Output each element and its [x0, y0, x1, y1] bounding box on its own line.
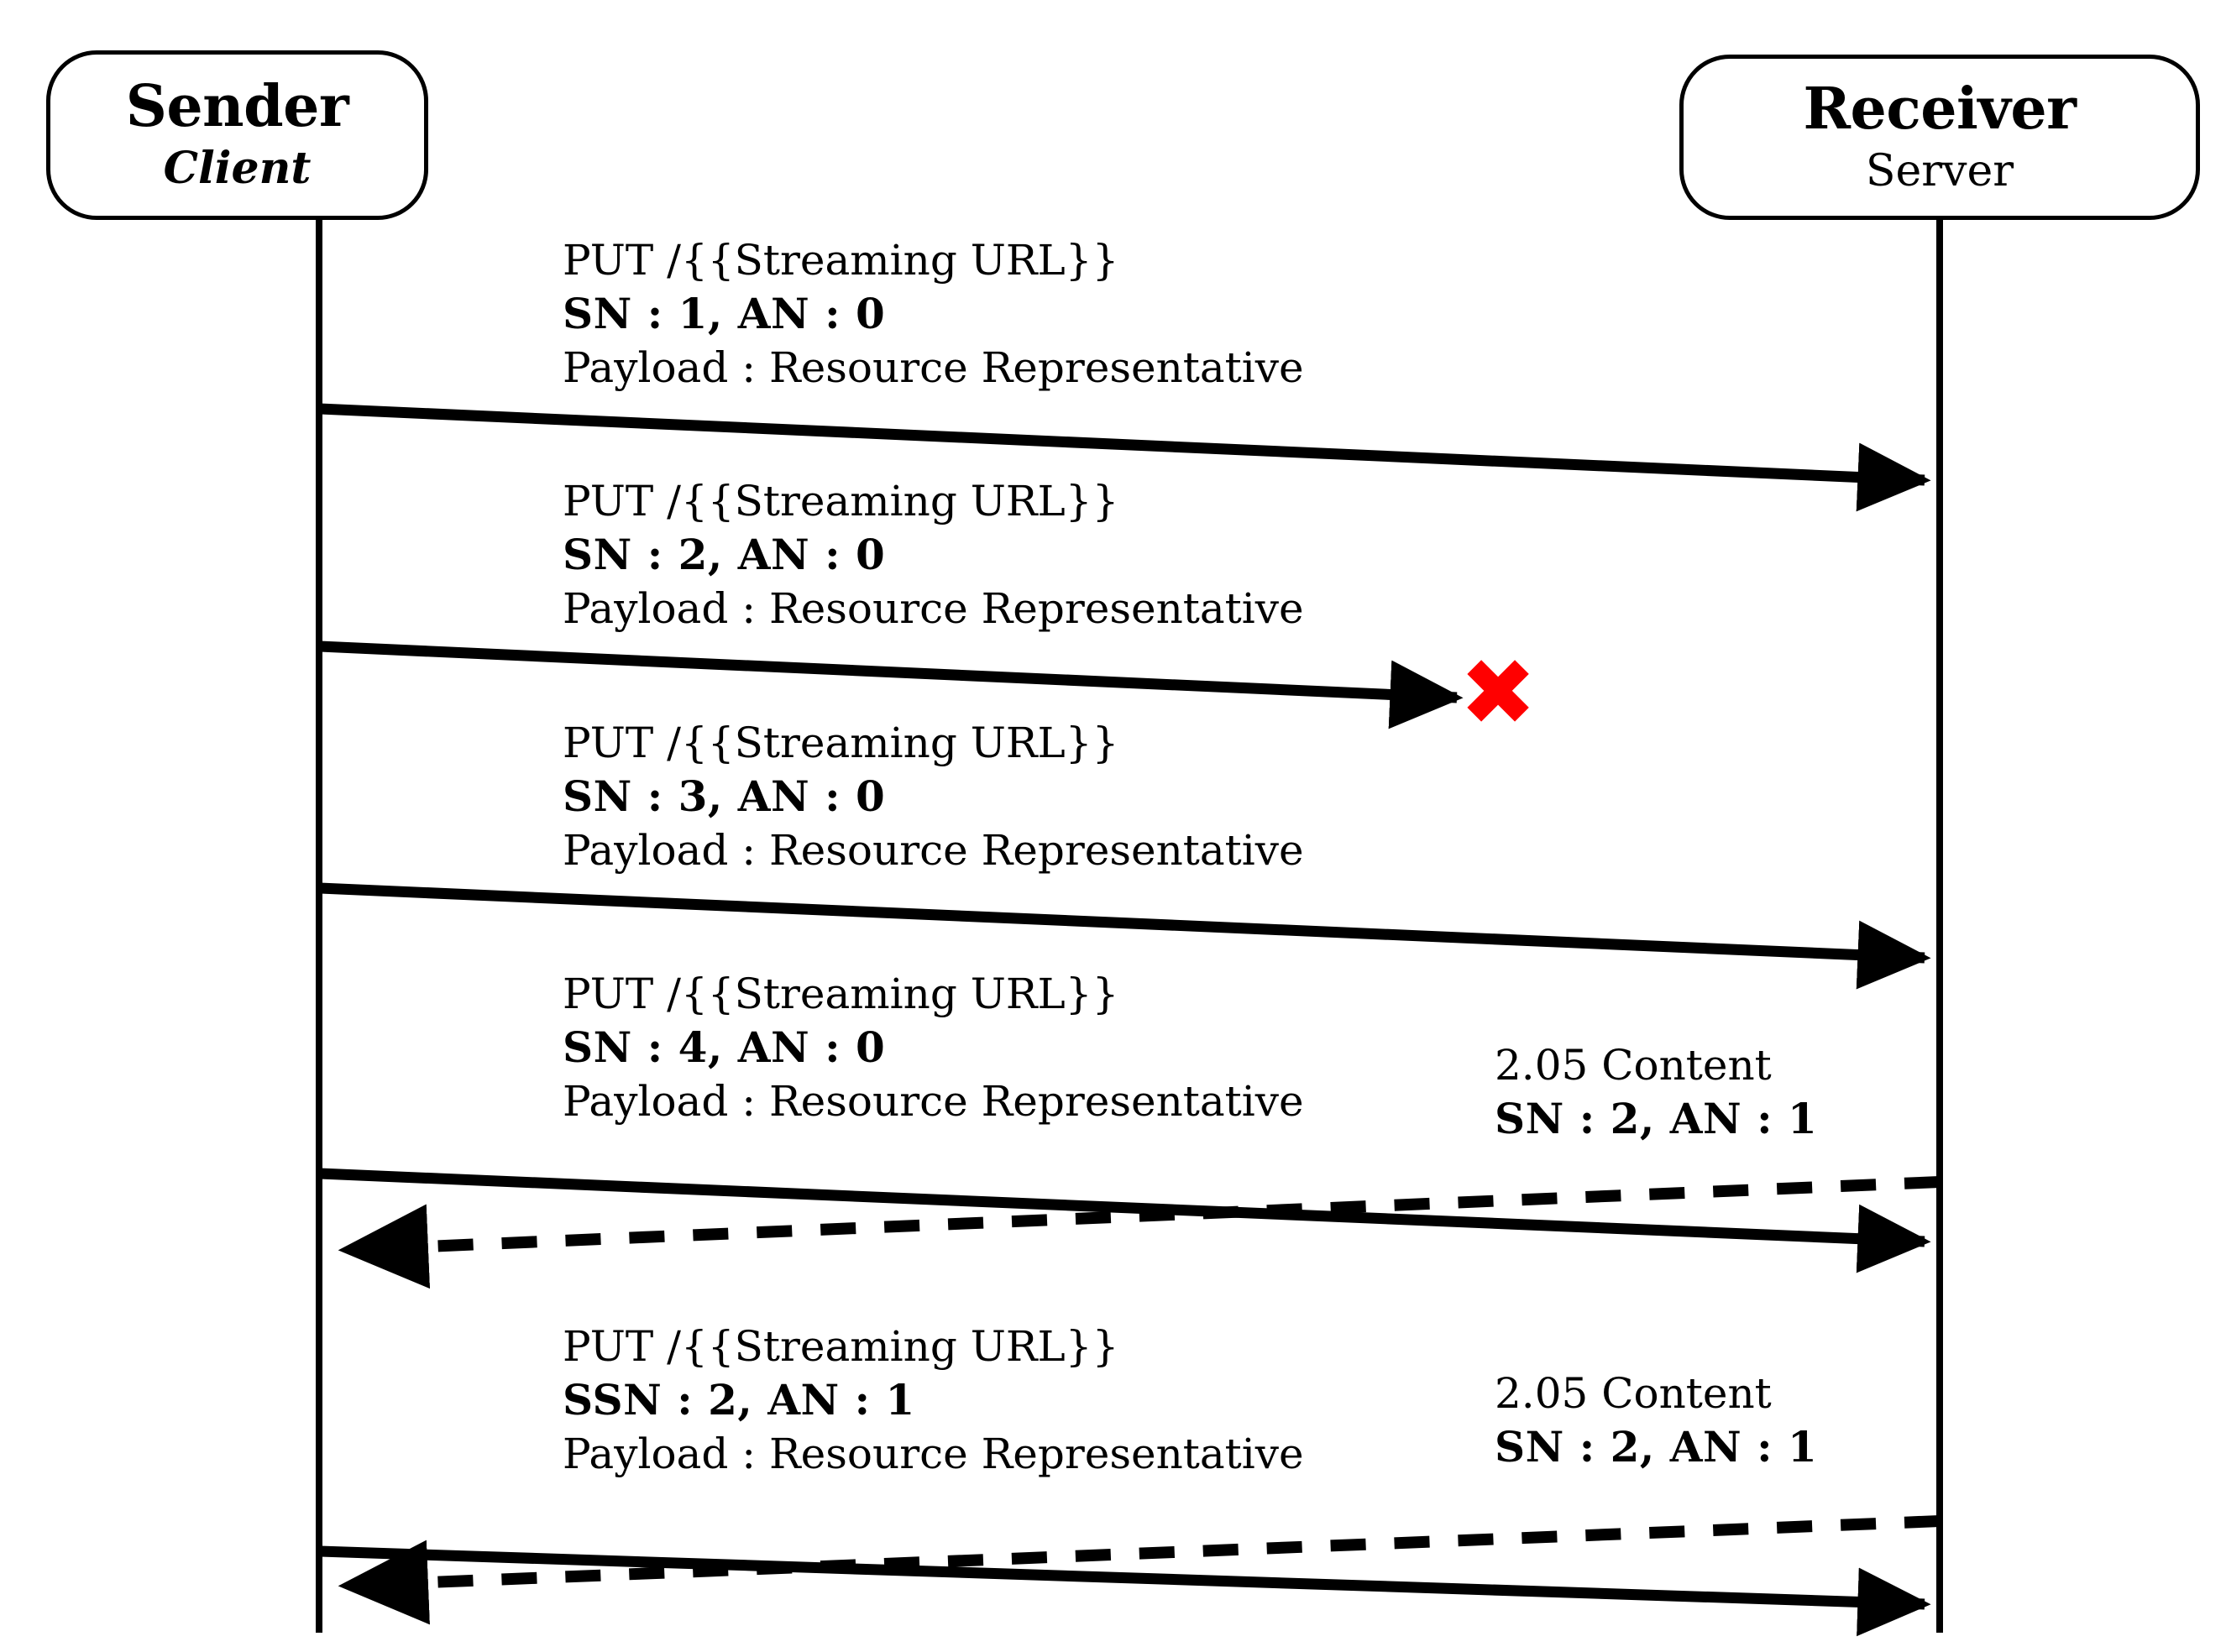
actor-subtitle-receiver: Server [1865, 145, 2014, 196]
message-arrow-req-1[interactable] [318, 403, 1931, 512]
message-lost-x-icon: ✖ [1459, 639, 1537, 746]
message-line-seqack: SSN : 2, AN : 1 [563, 1375, 915, 1425]
message-line-payload: Payload : Resource Representative [563, 584, 1304, 633]
actor-box-sender[interactable]: Sender Client [46, 50, 428, 220]
message-line-seqack: SN : 2, AN : 0 [563, 530, 886, 579]
actor-subtitle-sender: Client [163, 143, 312, 195]
message-line-payload: Payload : Resource Representative [563, 1077, 1304, 1126]
message-label-req-1: PUT /{{Streaming URL}} SN : 1, AN : 0 Pa… [563, 233, 1304, 395]
message-line-status: 2.05 Content [1495, 1041, 1772, 1090]
message-line-payload: Payload : Resource Representative [563, 826, 1304, 875]
actor-title-sender: Sender [125, 73, 349, 141]
message-arrow-req-4[interactable] [318, 1168, 1931, 1273]
message-line-seqack: SN : 3, AN : 0 [563, 771, 886, 821]
message-label-req-5: PUT /{{Streaming URL}} SSN : 2, AN : 1 P… [563, 1320, 1304, 1481]
message-line-status: 2.05 Content [1495, 1369, 1772, 1418]
message-arrow-req-5[interactable] [318, 1545, 1931, 1637]
message-line-seqack: SN : 1, AN : 0 [563, 289, 886, 338]
message-label-resp-2: 2.05 Content SN : 2, AN : 1 [1495, 1367, 1817, 1474]
message-line-method: PUT /{{Streaming URL}} [563, 719, 1119, 767]
message-arrow-resp-1[interactable] [338, 1176, 1941, 1289]
message-arrow-resp-2[interactable] [338, 1515, 1941, 1625]
message-line-method: PUT /{{Streaming URL}} [563, 1322, 1119, 1371]
message-line-method: PUT /{{Streaming URL}} [563, 477, 1119, 525]
message-line-method: PUT /{{Streaming URL}} [563, 236, 1119, 285]
message-label-resp-1: 2.05 Content SN : 2, AN : 1 [1495, 1038, 1817, 1146]
message-arrow-req-2[interactable] [318, 640, 1464, 729]
message-line-seqack: SN : 4, AN : 0 [563, 1022, 886, 1072]
message-label-req-3: PUT /{{Streaming URL}} SN : 3, AN : 0 Pa… [563, 716, 1304, 877]
actor-box-receiver[interactable]: Receiver Server [1679, 55, 2200, 220]
message-line-payload: Payload : Resource Representative [563, 343, 1304, 392]
message-label-req-4: PUT /{{Streaming URL}} SN : 4, AN : 0 Pa… [563, 967, 1304, 1128]
message-label-req-2: PUT /{{Streaming URL}} SN : 2, AN : 0 Pa… [563, 474, 1304, 635]
message-line-method: PUT /{{Streaming URL}} [563, 970, 1119, 1018]
message-line-seqack: SN : 2, AN : 1 [1495, 1422, 1818, 1472]
message-line-seqack: SN : 2, AN : 1 [1495, 1094, 1818, 1143]
actor-title-receiver: Receiver [1803, 75, 2077, 143]
message-line-payload: Payload : Resource Representative [563, 1430, 1304, 1478]
message-arrow-req-3[interactable] [318, 882, 1931, 990]
